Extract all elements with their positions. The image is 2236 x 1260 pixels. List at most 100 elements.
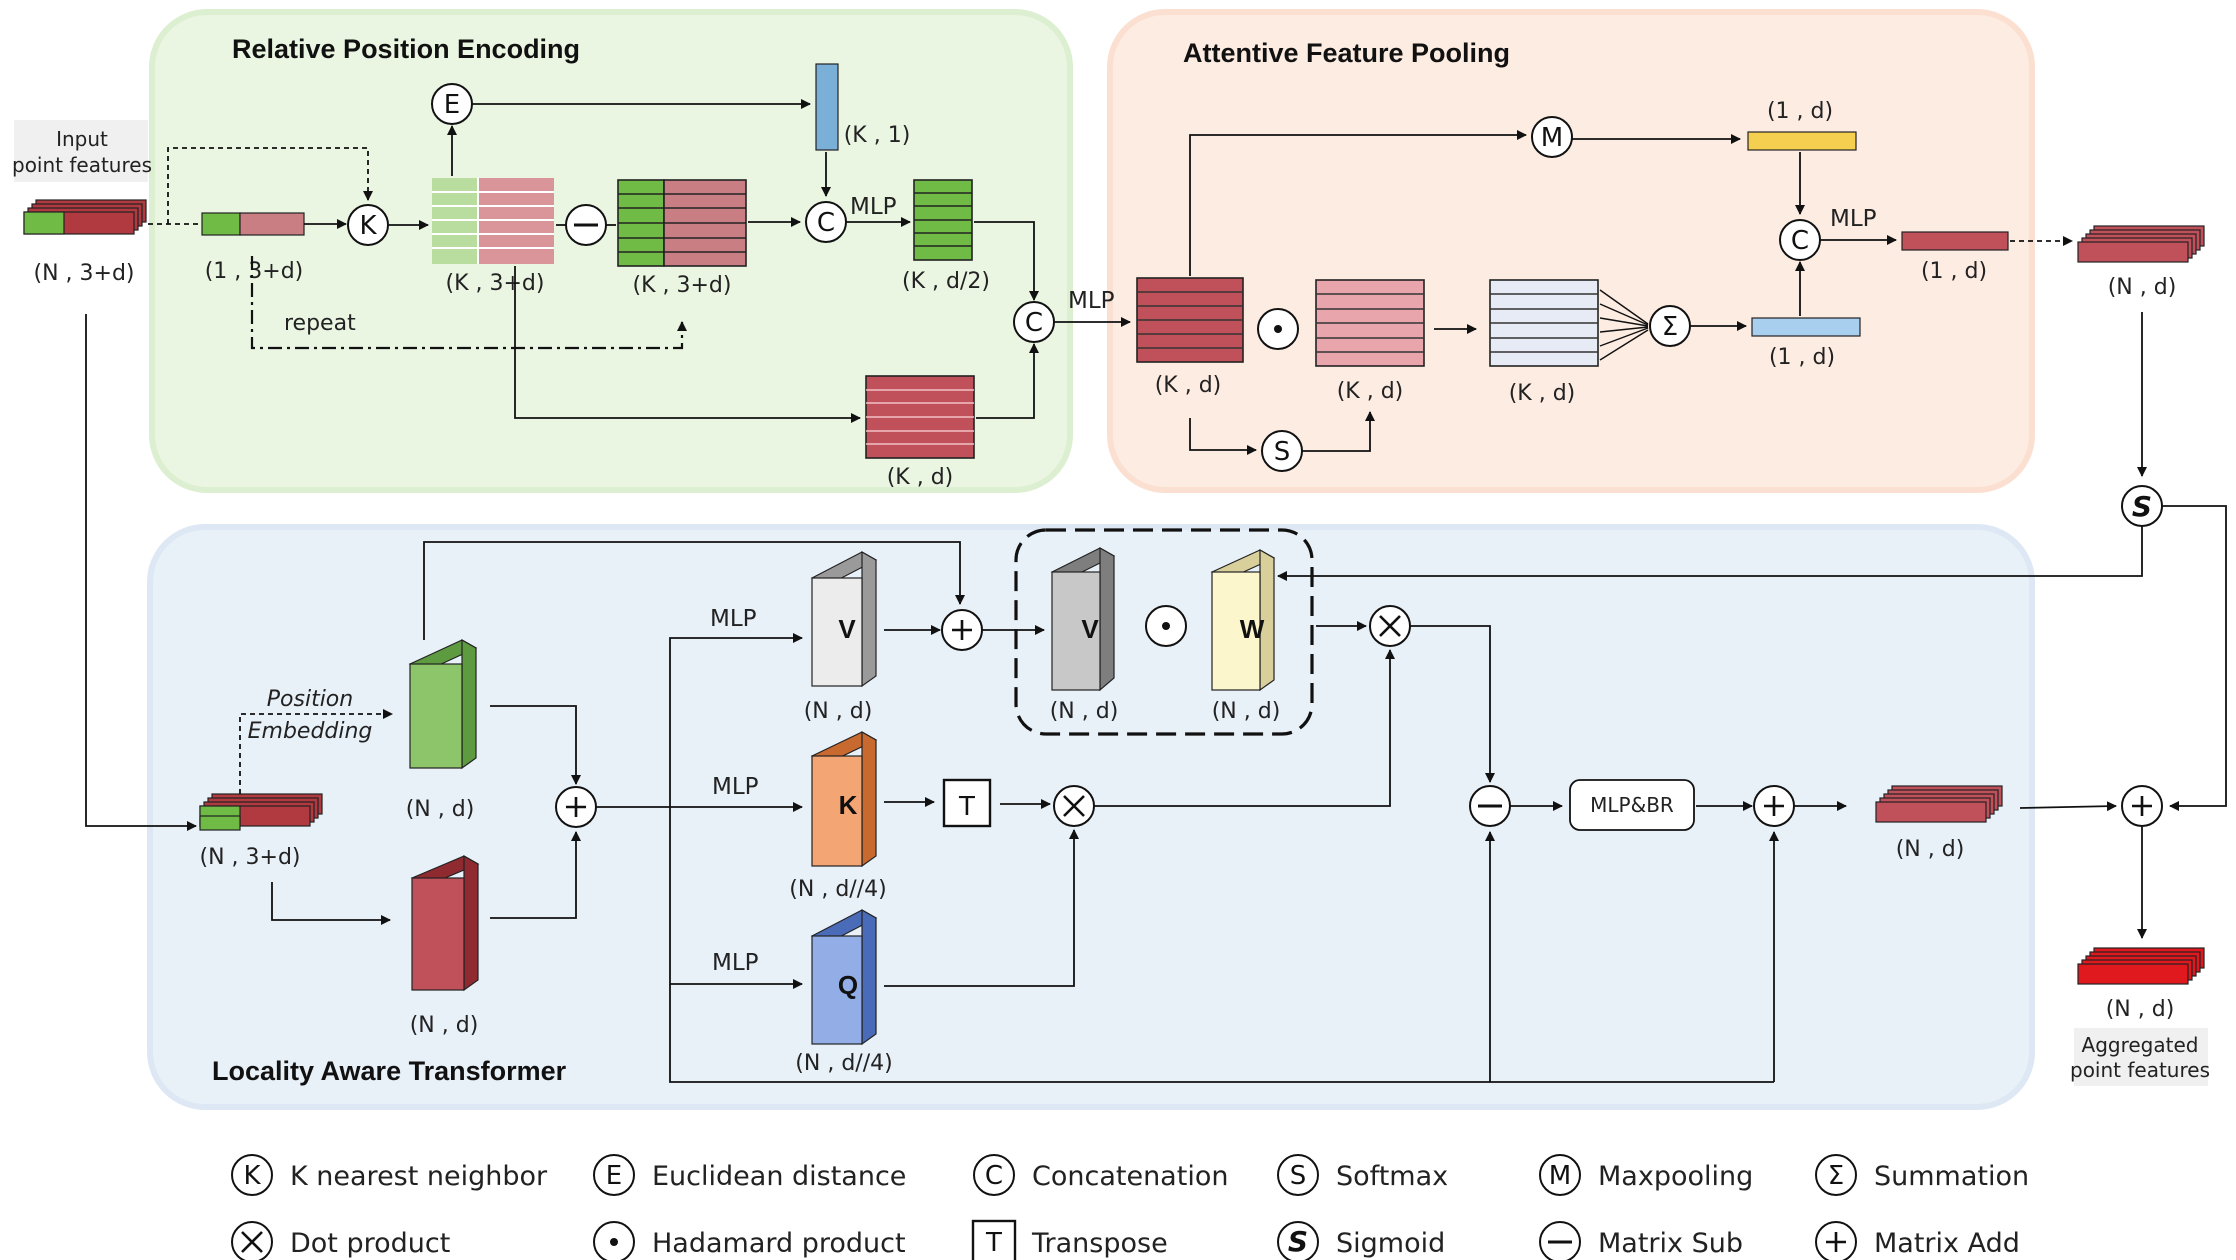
v2-block: V bbox=[1050, 546, 1116, 692]
aggregated-dim: (N , d) bbox=[2106, 997, 2175, 1022]
legend-label-softmax: Softmax bbox=[1336, 1161, 1448, 1192]
legend-item-add: Matrix Add bbox=[1815, 1221, 2020, 1260]
afp-matrix-3-dim: (K , d) bbox=[1509, 381, 1576, 406]
rpe-title: Relative Position Encoding bbox=[232, 34, 580, 64]
vw-group bbox=[1014, 528, 1314, 736]
add-op-3 bbox=[1753, 785, 1795, 827]
svg-text:W: W bbox=[1240, 614, 1265, 644]
sigmoid-icon: S bbox=[1277, 1221, 1319, 1260]
afp-out-dim: (1 , d) bbox=[1921, 259, 1987, 284]
knn-matrix-dim: (K , 3+d) bbox=[446, 271, 545, 296]
svg-text:M: M bbox=[1549, 1161, 1571, 1191]
input-label-line1: Input bbox=[56, 127, 108, 151]
legend-label-dot: Dot product bbox=[290, 1228, 450, 1259]
add-op-final bbox=[2121, 785, 2163, 827]
mlp-label-1: MLP bbox=[850, 194, 897, 220]
legend-label-sigmoid: Sigmoid bbox=[1336, 1228, 1445, 1259]
afp-out-vector bbox=[1901, 231, 2009, 251]
legend-item-sigmoid: S Sigmoid bbox=[1277, 1221, 1445, 1260]
dot-op-2 bbox=[1053, 785, 1095, 827]
svg-text:Σ: Σ bbox=[1828, 1161, 1844, 1191]
w-block: W bbox=[1210, 548, 1276, 692]
legend-label-hadamard: Hadamard product bbox=[652, 1228, 906, 1259]
transpose-icon: T bbox=[971, 1219, 1017, 1260]
euclid-icon: E bbox=[593, 1154, 635, 1196]
legend-item-sum: Σ Summation bbox=[1815, 1154, 2029, 1196]
concat-op-2: C bbox=[1013, 301, 1055, 343]
legend-item-dot: Dot product bbox=[231, 1221, 450, 1260]
afp-title: Attentive Feature Pooling bbox=[1183, 38, 1510, 68]
half-matrix-dim: (K , d/2) bbox=[902, 269, 990, 294]
input-dim: (N , 3+d) bbox=[34, 261, 135, 286]
mlp-label-v: MLP bbox=[710, 606, 757, 632]
legend-label-sub: Matrix Sub bbox=[1598, 1228, 1743, 1259]
lat-input-stack bbox=[199, 793, 323, 831]
sub-op-lat bbox=[1469, 785, 1511, 827]
sigmoid-op: S bbox=[2121, 485, 2163, 527]
legend-item-hadamard: Hadamard product bbox=[593, 1221, 906, 1260]
repeat-label: repeat bbox=[284, 311, 356, 336]
v-block-dim: (N , d) bbox=[804, 699, 873, 724]
mlpbr-label: MLP&BR bbox=[1590, 793, 1674, 817]
input-stack bbox=[23, 199, 147, 235]
half-matrix bbox=[913, 179, 973, 261]
softmax-icon: S bbox=[1277, 1154, 1319, 1196]
euclid-op: E bbox=[431, 83, 473, 125]
svg-text:C: C bbox=[1791, 226, 1809, 256]
svg-text:S: S bbox=[1274, 437, 1291, 467]
concat-icon: C bbox=[973, 1154, 1015, 1196]
legend-label-maxpool: Maxpooling bbox=[1598, 1161, 1753, 1192]
sum-fan-lines bbox=[1599, 289, 1649, 361]
green-block bbox=[408, 638, 478, 770]
knn-op: K bbox=[347, 204, 389, 246]
afp-matrix-2-dim: (K , d) bbox=[1337, 379, 1404, 404]
legend-item-softmax: S Softmax bbox=[1277, 1154, 1448, 1196]
afp-nd-dim: (N , d) bbox=[2108, 275, 2177, 300]
knn-matrix bbox=[432, 178, 554, 264]
lat-out-dim: (N , d) bbox=[1896, 837, 1965, 862]
sub-matrix bbox=[617, 179, 747, 267]
afp-nd-stack bbox=[2077, 225, 2205, 263]
maxpool-vector bbox=[1747, 131, 1857, 151]
legend-label-sum: Summation bbox=[1874, 1161, 2029, 1192]
add-op-1 bbox=[555, 786, 597, 828]
svg-text:K: K bbox=[839, 790, 858, 820]
afp-matrix-1-dim: (K , d) bbox=[1155, 373, 1222, 398]
dot-icon bbox=[231, 1221, 273, 1260]
red-block bbox=[410, 854, 480, 992]
mlp-label-2: MLP bbox=[1068, 288, 1115, 314]
dot-op-1 bbox=[1369, 605, 1411, 647]
mlpbr-box bbox=[1569, 779, 1695, 831]
sub-icon bbox=[1539, 1221, 1581, 1260]
svg-text:C: C bbox=[1025, 308, 1043, 338]
svg-text:Σ: Σ bbox=[1662, 312, 1678, 342]
q-block: Q bbox=[810, 908, 878, 1046]
svg-text:K: K bbox=[243, 1161, 261, 1191]
row-vector-green bbox=[201, 212, 241, 236]
concat-op-3: C bbox=[1779, 219, 1821, 261]
legend-label-transpose: Transpose bbox=[1031, 1228, 1168, 1259]
transpose-op: T bbox=[942, 778, 992, 828]
afp-panel bbox=[1107, 9, 2035, 493]
red-block-dim: (N , d) bbox=[410, 1013, 479, 1038]
svg-text:S: S bbox=[1290, 1161, 1307, 1191]
k-block-dim: (N , d//4) bbox=[789, 877, 886, 902]
svg-text:K: K bbox=[359, 211, 377, 241]
svg-text:C: C bbox=[985, 1161, 1003, 1191]
svg-text:E: E bbox=[606, 1161, 622, 1191]
add-op-2 bbox=[941, 609, 983, 651]
input-label-box bbox=[14, 120, 148, 182]
svg-text:S: S bbox=[2132, 490, 2152, 523]
distance-dim: (K , 1) bbox=[844, 123, 911, 148]
sum-icon: Σ bbox=[1815, 1154, 1857, 1196]
lat-out-stack bbox=[1875, 785, 2003, 823]
legend-label-add: Matrix Add bbox=[1874, 1228, 2020, 1259]
maxpool-dim: (1 , d) bbox=[1767, 99, 1833, 124]
svg-text:T: T bbox=[958, 792, 975, 822]
svg-text:E: E bbox=[444, 90, 460, 120]
pos-emb-line2: Embedding bbox=[248, 719, 373, 744]
svg-text:C: C bbox=[817, 208, 835, 238]
afp-matrix-2 bbox=[1315, 279, 1425, 367]
